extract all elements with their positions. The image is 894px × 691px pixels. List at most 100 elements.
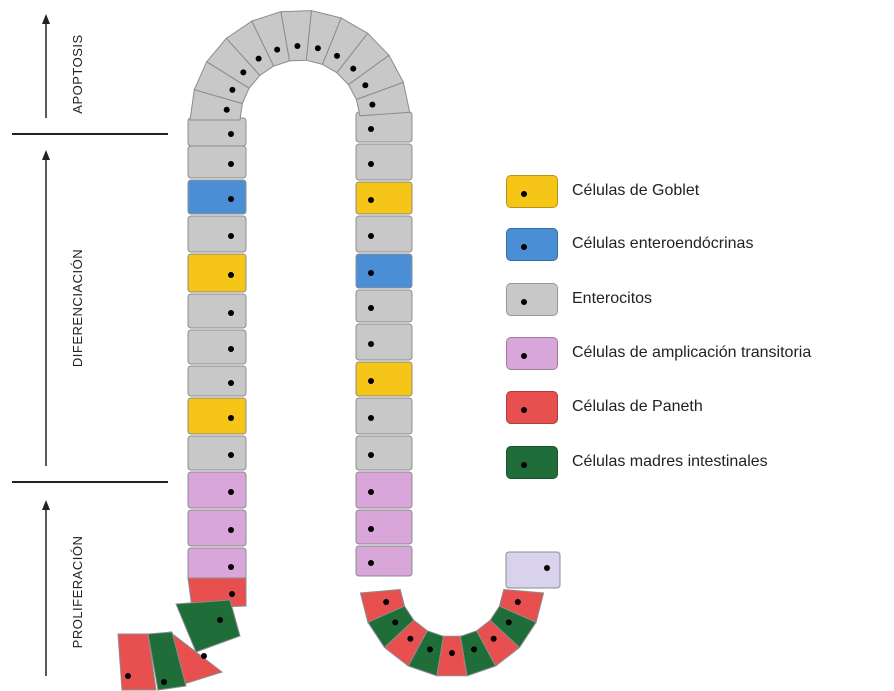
right-cell-1 [356, 112, 412, 142]
legend-item-enteroendocrine: Células enteroendócrinas [506, 227, 753, 261]
goblet-swatch [506, 175, 558, 208]
right-cell-2-nucleus [368, 161, 374, 167]
crypt-cell-2-nucleus [392, 619, 398, 625]
left-crypt-cell-2-nucleus [217, 617, 223, 623]
right-cell-3 [356, 182, 412, 214]
stem-swatch [506, 446, 558, 479]
right-cell-6 [356, 290, 412, 322]
right-cell-1-nucleus [368, 126, 374, 132]
right-cell-13 [356, 546, 412, 576]
left-cell-11 [188, 472, 246, 508]
right-cell-2 [356, 144, 412, 180]
left-cell-11-nucleus [228, 489, 234, 495]
left-cell-7-nucleus [228, 346, 234, 352]
differentiation-label: DIFERENCIACIÓN [70, 249, 85, 367]
crypt-cell-5-nucleus [449, 650, 455, 656]
left-cell-9-nucleus [228, 415, 234, 421]
left-cell-13 [188, 548, 246, 582]
legend-item-enterocyte: Enterocitos [506, 282, 652, 316]
epithelial-cells-group [118, 11, 560, 690]
right-cell-4-nucleus [368, 233, 374, 239]
left-cell-10 [188, 436, 246, 470]
right-cell-11 [356, 472, 412, 508]
left-crypt-cell-1-nucleus [229, 591, 235, 597]
enteroendocrine-swatch [506, 228, 558, 261]
crypt-top-cell-nucleus [544, 565, 550, 571]
legend-label-stem: Células madres intestinales [572, 453, 768, 471]
apex-cell-11-nucleus [369, 102, 375, 108]
left-cell-12-nucleus [228, 527, 234, 533]
apex-cell-5-nucleus [274, 47, 280, 53]
right-cell-6-nucleus [368, 305, 374, 311]
apex-cell-2-nucleus [229, 87, 235, 93]
crypt-cell-8-nucleus [506, 619, 512, 625]
left-cell-5 [188, 254, 246, 292]
legend-item-transit: Células de amplicación transitoria [506, 336, 811, 370]
paneth-swatch [506, 391, 558, 424]
legend-label-goblet: Células de Goblet [572, 182, 699, 200]
legend-label-paneth: Células de Paneth [572, 398, 703, 416]
right-cell-10 [356, 436, 412, 470]
left-cell-10-nucleus [228, 452, 234, 458]
left-cell-3-nucleus [228, 196, 234, 202]
apex-cell-9-nucleus [350, 66, 356, 72]
legend-item-stem: Células madres intestinales [506, 445, 768, 479]
right-cell-13-nucleus [368, 560, 374, 566]
crypt-cell-4-nucleus [427, 646, 433, 652]
apex-cell-8-nucleus [334, 53, 340, 59]
right-cell-10-nucleus [368, 452, 374, 458]
apex-cell-4-nucleus [256, 56, 262, 62]
left-crypt-cell-5-nucleus [125, 673, 131, 679]
apex-cell-10-nucleus [362, 82, 368, 88]
proliferation-label: PROLIFERACIÓN [70, 536, 85, 649]
right-cell-5-nucleus [368, 270, 374, 276]
left-crypt-cell-4-nucleus [161, 679, 167, 685]
right-cell-12-nucleus [368, 526, 374, 532]
right-cell-9 [356, 398, 412, 434]
crypt-top-cell [506, 552, 560, 588]
crypt-cell-3-nucleus [407, 636, 413, 642]
left-cell-4 [188, 216, 246, 252]
legend-label-enterocyte: Enterocitos [572, 290, 652, 308]
proliferation-arrow [42, 500, 50, 676]
right-cell-7 [356, 324, 412, 360]
left-cell-2-nucleus [228, 161, 234, 167]
right-cell-3-nucleus [368, 197, 374, 203]
right-cell-9-nucleus [368, 415, 374, 421]
left-crypt-cell-3-nucleus [201, 653, 207, 659]
transit-swatch [506, 337, 558, 370]
apoptosis-label: APOPTOSIS [70, 34, 85, 113]
left-cell-8 [188, 366, 246, 396]
left-cell-9 [188, 398, 246, 434]
right-cell-5 [356, 254, 412, 288]
left-cell-13-nucleus [228, 564, 234, 570]
crypt-cell-6-nucleus [471, 646, 477, 652]
apex-cell-6-nucleus [294, 43, 300, 49]
left-cell-7 [188, 330, 246, 364]
left-cell-4-nucleus [228, 233, 234, 239]
right-cell-12 [356, 510, 412, 544]
right-cell-11-nucleus [368, 489, 374, 495]
right-cell-7-nucleus [368, 341, 374, 347]
apex-cell-7-nucleus [315, 45, 321, 51]
left-cell-3 [188, 180, 246, 214]
crypt-cell-1-nucleus [383, 599, 389, 605]
left-cell-5-nucleus [228, 272, 234, 278]
crypt-cell-7-nucleus [491, 636, 497, 642]
left-cell-6 [188, 294, 246, 328]
legend-label-transit: Células de amplicación transitoria [572, 344, 811, 362]
right-cell-8-nucleus [368, 378, 374, 384]
right-cell-4 [356, 216, 412, 252]
enterocyte-swatch [506, 283, 558, 316]
legend-item-paneth: Células de Paneth [506, 390, 703, 424]
legend-label-enteroendocrine: Células enteroendócrinas [572, 235, 753, 253]
left-cell-6-nucleus [228, 310, 234, 316]
legend-item-goblet: Células de Goblet [506, 174, 699, 208]
right-cell-8 [356, 362, 412, 396]
left-cell-2 [188, 146, 246, 178]
left-cell-1 [188, 118, 246, 146]
apex-cell-1-nucleus [224, 107, 230, 113]
left-cell-1-nucleus [228, 131, 234, 137]
differentiation-arrow [42, 150, 50, 466]
apex-cell-3-nucleus [240, 69, 246, 75]
